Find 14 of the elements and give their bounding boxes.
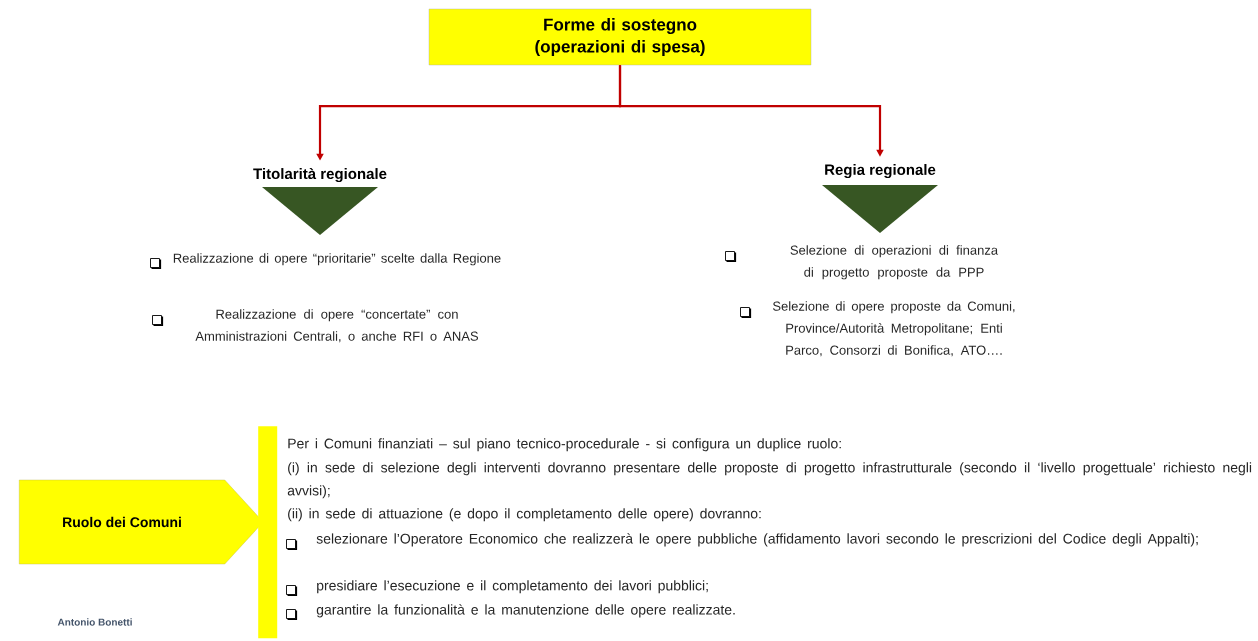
vertical-bar	[258, 426, 278, 639]
author-name: Antonio Bonetti	[57, 618, 132, 626]
triangle-marker	[262, 187, 378, 235]
paragraph: (i) in sede di selezione degli interventi dovranno presentare delle proposte di progetto infrastrutturale (secondo il ‘livello progettuale’ richiesto negli avvisi);	[287, 462, 1252, 499]
triangle-marker	[822, 185, 938, 233]
paragraph: presidiare l’esecuzione e il completamento dei lavori pubblici;	[317, 580, 708, 594]
section-heading: Titolarità regionale	[253, 167, 387, 183]
paragraph: (ii) in sede di attuazione (e dopo il completamento delle opere) dovranno:	[288, 508, 761, 522]
title-banner: Forme di sostegno (operazioni di spesa)	[428, 8, 812, 66]
list-item: Selezione di opere proposte da Comuni, Province/Autorità Metropolitane; Enti Parco, Consorzi di Bonifica, ATO….	[772, 301, 1015, 357]
paragraph: garantire la funzionalità e la manutenzione delle opere realizzate.	[316, 604, 735, 618]
paragraph: selezionare l’Operatore Economico che realizzerà le opere pubbliche (affidamento lavori secondo le prescrizioni del Codice degli Appalti);	[316, 533, 1198, 547]
list-item: Realizzazione di opere “concertate” con Amministrazioni Centrali, o anche RFI o ANAS	[195, 309, 479, 343]
section-heading: Regia regionale	[825, 164, 936, 179]
